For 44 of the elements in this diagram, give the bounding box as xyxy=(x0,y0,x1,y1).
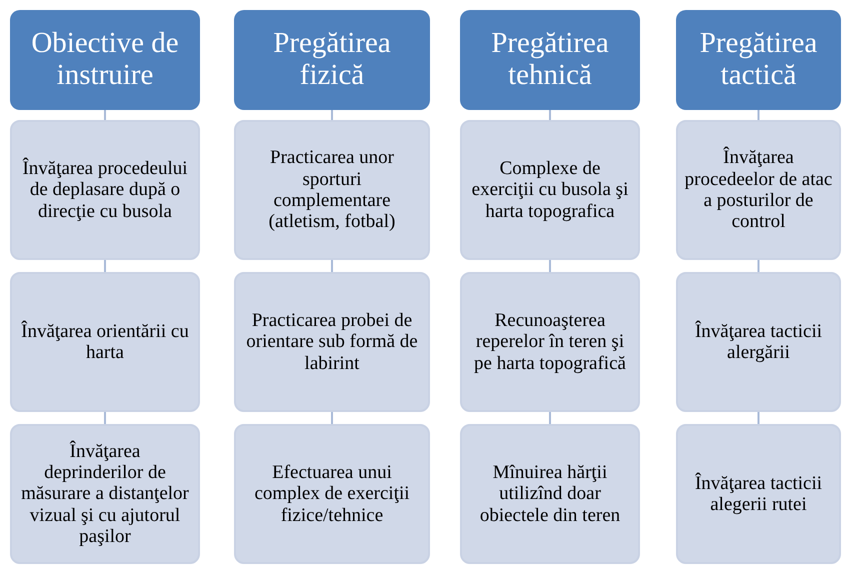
objective-text: Învăţarea tacticii alergării xyxy=(694,320,824,364)
objective-box xyxy=(460,272,640,412)
connector-line xyxy=(104,110,106,120)
connector-line xyxy=(549,412,551,424)
connector-line xyxy=(549,260,551,272)
connector-line xyxy=(758,260,760,272)
objective-box xyxy=(10,120,200,260)
header-text: Obiective de instruire xyxy=(30,28,180,92)
header-text: Pregătirea tactică xyxy=(698,28,818,92)
objective-box xyxy=(460,424,640,564)
objective-box xyxy=(234,120,430,260)
connector-line xyxy=(331,412,333,424)
connector-line xyxy=(758,110,760,120)
objective-box xyxy=(234,272,430,412)
objective-text: Învăţarea orientării cu harta xyxy=(20,320,190,364)
objective-text: Învăţarea procedeului de deplasare după o direcţie cu busola xyxy=(21,158,189,222)
objective-text: Recunoaşterea reperelor în teren şi pe harta topografică xyxy=(473,310,627,374)
objective-text: Efectuarea unui complex de exerciţii fizice/tehnice xyxy=(253,462,411,526)
objective-text: Mînuirea hărţii utilizînd doar obiectele din teren xyxy=(478,462,622,526)
objective-text: Complexe de exerciţii cu busola şi harta topografica xyxy=(470,158,630,222)
objective-text: Învăţarea deprinderilor de măsurare a distanţelor vizual şi cu ajutorul paşilor xyxy=(20,440,190,548)
column-header-box xyxy=(460,10,640,110)
connector-line xyxy=(331,110,333,120)
connector-line xyxy=(758,412,760,424)
objective-box xyxy=(10,272,200,412)
connector-line xyxy=(104,412,106,424)
header-text: Pregătirea fizică xyxy=(272,28,392,92)
column-header-box xyxy=(234,10,430,110)
objective-text: Practicarea unor sporturi complementare (atletism, fotbal) xyxy=(268,147,396,233)
column-header-box xyxy=(676,10,841,110)
connector-line xyxy=(104,260,106,272)
objective-box xyxy=(10,424,200,564)
header-text: Pregătirea tehnică xyxy=(490,28,610,92)
connector-line xyxy=(331,260,333,272)
column-header-box xyxy=(10,10,200,110)
objective-box xyxy=(676,120,841,260)
objective-box xyxy=(676,272,841,412)
objective-text: Învăţarea procedeelor de atac a posturilor de control xyxy=(684,147,833,233)
connector-line xyxy=(549,110,551,120)
objective-box xyxy=(234,424,430,564)
objective-text: Învăţarea tacticii alegerii rutei xyxy=(694,472,824,516)
objective-box xyxy=(676,424,841,564)
objective-box xyxy=(460,120,640,260)
objective-text: Practicarea probei de orientare sub formă de labirint xyxy=(245,310,419,374)
